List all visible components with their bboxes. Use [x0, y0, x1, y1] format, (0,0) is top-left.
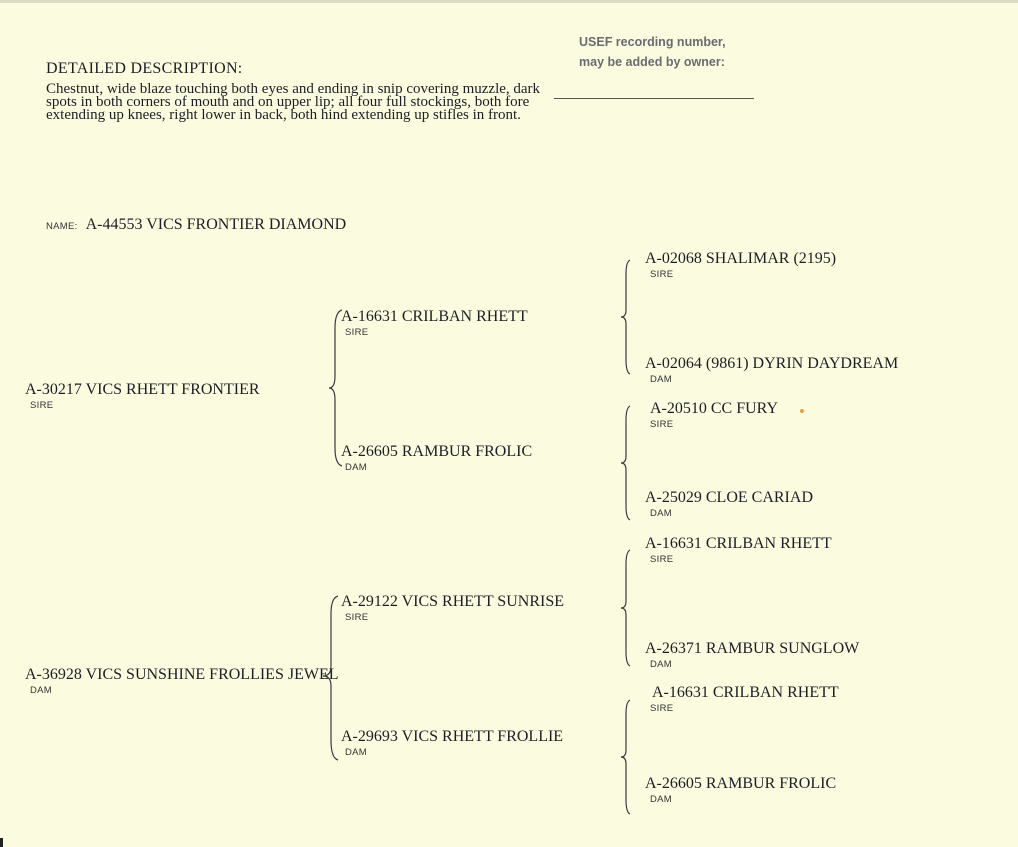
gen2-dam-of-dam-name: A-29693 VICS RHETT FROLLIE: [341, 728, 564, 745]
page-top-edge: [0, 0, 1018, 3]
brace-gen3-group-1: [620, 259, 631, 375]
gen3-entry-5-name: A-16631 CRILBAN RHETT: [645, 535, 832, 552]
gen2-sire-of-dam-name: A-29122 VICS RHETT SUNRISE: [341, 593, 564, 610]
brace-dam-line: [322, 595, 339, 761]
gen3-entry-1-name: A-02068 SHALIMAR (2195): [645, 250, 837, 267]
gen3-entry-4-name: A-25029 CLOE CARIAD: [645, 489, 813, 506]
usef-label-line1: USEF recording number,: [579, 35, 726, 49]
gen3-entry-6-role: DAM: [650, 659, 673, 670]
gen3-entry-6-name: A-26371 RAMBUR SUNGLOW: [645, 640, 860, 657]
usef-number-blank-line: [554, 98, 754, 99]
gen2-sire-of-dam-role: SIRE: [345, 612, 369, 623]
gen2-sire-of-sire-role: SIRE: [345, 327, 369, 338]
gen3-entry-3-role: SIRE: [650, 419, 674, 430]
brace-sire-line: [328, 309, 343, 467]
gen3-entry-2-role: DAM: [650, 374, 673, 385]
gen2-dam-of-sire-role: DAM: [345, 462, 368, 473]
gen2-sire-of-sire-name: A-16631 CRILBAN RHETT: [341, 308, 528, 325]
gen1-dam-role: DAM: [30, 685, 53, 696]
gen3-entry-1-role: SIRE: [650, 269, 674, 280]
brace-gen3-group-2: [620, 405, 631, 521]
gen3-entry-8-name: A-26605 RAMBUR FROLIC: [645, 775, 837, 792]
gen3-entry-7-name: A-16631 CRILBAN RHETT: [652, 684, 839, 701]
description-text: Chestnut, wide blaze touching both eyes …: [46, 81, 541, 123]
gen3-entry-3-name: A-20510 CC FURY: [650, 400, 779, 417]
gen3-entry-2-name: A-02064 (9861) DYRIN DAYDREAM: [645, 355, 899, 372]
gen3-entry-5-role: SIRE: [650, 554, 674, 565]
gen3-entry-4-role: DAM: [650, 508, 673, 519]
gen1-sire-role: SIRE: [30, 400, 54, 411]
gen2-dam-of-sire-name: A-26605 RAMBUR FROLIC: [341, 443, 533, 460]
gen1-sire-name: A-30217 VICS RHETT FRONTIER: [25, 381, 260, 398]
brace-gen3-group-3: [620, 549, 631, 667]
horse-name-row: NAME: A-44553 VICS FRONTIER DIAMOND: [46, 216, 346, 234]
scan-edge-mark: [0, 838, 3, 847]
horse-name: A-44553 VICS FRONTIER DIAMOND: [85, 216, 347, 233]
description-heading: DETAILED DESCRIPTION:: [46, 60, 243, 77]
gen3-entry-7-role: SIRE: [650, 703, 674, 714]
name-label: NAME:: [46, 221, 78, 232]
gen2-dam-of-dam-role: DAM: [345, 747, 368, 758]
stray-orange-mark: [800, 409, 804, 413]
gen3-entry-8-role: DAM: [650, 794, 673, 805]
gen1-dam-name: A-36928 VICS SUNSHINE FROLLIES JEWEL: [25, 666, 339, 683]
brace-gen3-group-4: [620, 699, 631, 815]
usef-label-line2: may be added by owner:: [579, 55, 725, 69]
